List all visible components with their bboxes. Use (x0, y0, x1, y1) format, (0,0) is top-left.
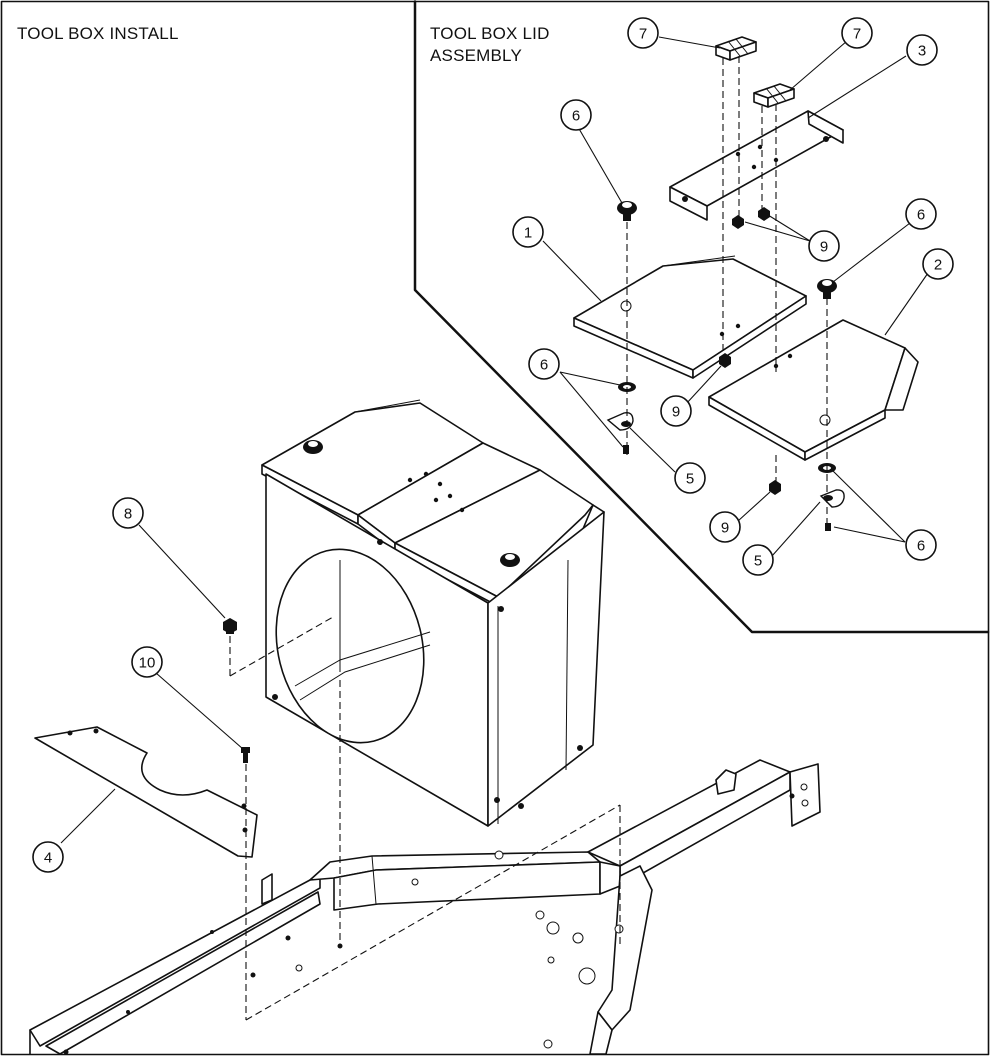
svg-text:3: 3 (918, 43, 926, 60)
tool-box-knobs (303, 440, 520, 567)
part-7-hinge-lower (753, 83, 795, 108)
part-9-nut-hinge (732, 207, 770, 229)
part-6-knob-lid-left (617, 201, 637, 221)
lid-panel-title-line1: TOOL BOX LID (430, 24, 550, 43)
callout-balloon-9c: 9 (709, 511, 741, 543)
part-10-bolt (241, 747, 250, 763)
part-6-knob-lid-right (817, 279, 837, 299)
svg-text:5: 5 (686, 471, 694, 488)
part-1-lid-panel-left (573, 255, 807, 379)
callout-balloon-6b: 6 (905, 198, 937, 230)
tool-box-body (261, 399, 605, 827)
callout-balloon-9b: 9 (660, 395, 692, 427)
callout-balloon-5b: 5 (742, 544, 774, 576)
callout-balloon-9a: 9 (808, 230, 840, 262)
install-assembly-lines (229, 616, 621, 1021)
svg-text:6: 6 (917, 538, 925, 555)
part-8-nut (223, 618, 237, 634)
part-4-mounting-plate (34, 726, 258, 858)
callout-balloon-5a: 5 (674, 462, 706, 494)
lid-assembly-panel-border (413, 0, 990, 634)
callout-balloon-6d: 6 (905, 529, 937, 561)
part-3-hinge-bracket (669, 110, 844, 221)
install-panel-title: TOOL BOX INSTALL (17, 24, 179, 43)
svg-text:5: 5 (754, 553, 762, 570)
part-9-nut-left (719, 353, 731, 368)
part-5-latch-right (819, 489, 845, 531)
callout-balloon-2: 2 (922, 248, 954, 280)
svg-text:8: 8 (124, 506, 132, 523)
part-9-nut-right (769, 480, 781, 495)
callout-balloon-3: 3 (906, 34, 938, 66)
callout-balloon-7a: 7 (627, 17, 659, 49)
callout-balloon-10: 10 (131, 646, 163, 678)
svg-text:2: 2 (934, 257, 942, 274)
svg-text:9: 9 (820, 239, 828, 256)
callout-balloon-7b: 7 (841, 17, 873, 49)
svg-text:6: 6 (917, 207, 925, 224)
svg-text:9: 9 (721, 520, 729, 537)
callout-balloon-1: 1 (512, 216, 544, 248)
callout-balloon-6c: 6 (528, 348, 560, 380)
callout-balloon-6a: 6 (560, 99, 592, 131)
lid-assembly-lines (626, 56, 828, 525)
svg-text:10: 10 (139, 655, 156, 672)
callout-balloon-4: 4 (32, 841, 64, 873)
svg-text:6: 6 (572, 108, 580, 125)
svg-text:1: 1 (524, 225, 532, 242)
svg-text:4: 4 (44, 850, 52, 867)
svg-text:7: 7 (639, 26, 647, 43)
callout-leaders (60, 36, 929, 844)
lid-panel-title-line2: ASSEMBLY (430, 46, 522, 65)
part-2-lid-panel-right (708, 319, 919, 461)
svg-text:9: 9 (672, 404, 680, 421)
chassis-frame (29, 759, 821, 1055)
part-7-hinge-upper (715, 36, 757, 61)
svg-text:6: 6 (540, 357, 548, 374)
callout-balloon-8: 8 (112, 497, 144, 529)
svg-text:7: 7 (853, 26, 861, 43)
